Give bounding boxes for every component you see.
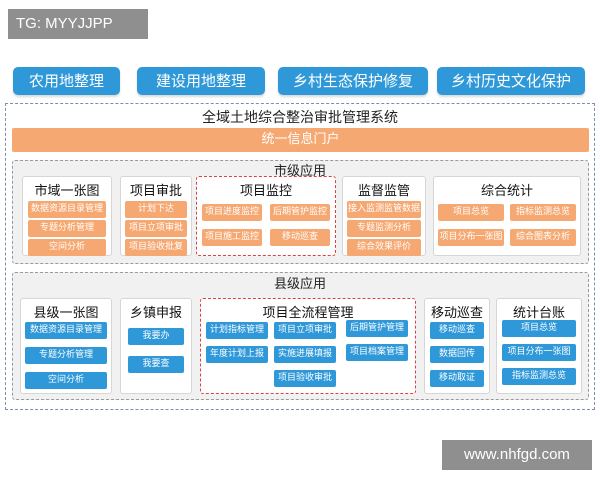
stats-ledger-item[interactable]: 项目总览 (502, 320, 576, 337)
city-stats-title: 综合统计 (480, 184, 533, 199)
project-lifecycle-item[interactable]: 计划指标管理 (206, 322, 268, 339)
county-map-item[interactable]: 数据资源目录管理 (25, 322, 107, 339)
city-monitor-item[interactable]: 后期管护监控 (270, 204, 330, 221)
city-stats-item[interactable]: 项目分布一张图 (438, 229, 504, 246)
city-level-title: 市级应用 (273, 164, 326, 179)
system-frame (5, 103, 595, 410)
county-map-title: 县级一张图 (33, 306, 99, 321)
mobile-patrol-item[interactable]: 移动取证 (430, 370, 484, 387)
city-monitor-item[interactable]: 项目施工监控 (202, 229, 262, 246)
stats-ledger-item[interactable]: 指标监测总览 (502, 368, 576, 385)
system-title: 全域土地综合整治审批管理系统 (202, 110, 398, 126)
city-map-item[interactable]: 空间分析 (28, 239, 106, 256)
city-approval-item[interactable]: 项目验收批复 (125, 239, 187, 256)
stats-ledger-item[interactable]: 项目分布一张图 (502, 344, 576, 361)
project-lifecycle-item[interactable]: 后期管护管理 (346, 320, 408, 337)
county-level-title: 县级应用 (273, 277, 326, 292)
project-lifecycle-item[interactable]: 项目档案管理 (346, 344, 408, 361)
city-approval-title: 项目审批 (129, 184, 182, 199)
city-map-title: 市域一张图 (34, 184, 100, 199)
project-lifecycle-item[interactable]: 年度计划上报 (206, 346, 268, 363)
stats-ledger-title: 统计台账 (512, 306, 565, 321)
city-stats-item[interactable]: 项目总览 (438, 204, 504, 221)
project-lifecycle-item[interactable]: 实施进展填报 (274, 346, 336, 363)
city-approval-item[interactable]: 计划下达 (125, 201, 187, 218)
city-supervision-item[interactable]: 综合效果评价 (347, 239, 421, 256)
town-declare-title: 乡镇申报 (129, 306, 182, 321)
city-map-item[interactable]: 专题分析管理 (28, 220, 106, 237)
city-supervision-title: 监督监管 (357, 184, 410, 199)
city-map-item[interactable]: 数据资源目录管理 (28, 201, 106, 218)
category-ecology[interactable]: 乡村生态保护修复 (278, 67, 428, 95)
county-map-item[interactable]: 专题分析管理 (25, 347, 107, 364)
category-history-culture[interactable]: 乡村历史文化保护 (437, 67, 585, 95)
city-supervision-item[interactable]: 接入监测监管数据 (347, 201, 421, 218)
city-monitor-item[interactable]: 项目进度监控 (202, 204, 262, 221)
town-declare-item[interactable]: 我要办 (128, 328, 184, 345)
county-map-item[interactable]: 空间分析 (25, 372, 107, 389)
city-monitor-item[interactable]: 移动巡查 (270, 229, 330, 246)
city-stats-item[interactable]: 指标监测总览 (510, 204, 576, 221)
project-lifecycle-item[interactable]: 项目立项审批 (274, 322, 336, 339)
town-declare-group (120, 298, 192, 394)
city-monitor-title: 项目监控 (239, 184, 292, 199)
project-lifecycle-title: 项目全流程管理 (262, 306, 354, 321)
mobile-patrol-item[interactable]: 数据回传 (430, 346, 484, 363)
city-supervision-item[interactable]: 专题监测分析 (347, 220, 421, 237)
mobile-patrol-title: 移动巡查 (430, 306, 483, 321)
category-construction-land[interactable]: 建设用地整理 (137, 67, 265, 95)
category-farmland[interactable]: 农用地整理 (13, 67, 120, 95)
project-lifecycle-item[interactable]: 项目验收审批 (274, 370, 336, 387)
city-stats-item[interactable]: 综合图表分析 (510, 229, 576, 246)
info-portal[interactable]: 统一信息门户 (12, 128, 589, 152)
tag-label: TG: MYYJJPP (8, 9, 148, 39)
mobile-patrol-item[interactable]: 移动巡查 (430, 322, 484, 339)
site-watermark: www.nhfgd.com (442, 440, 592, 470)
city-approval-item[interactable]: 项目立项审批 (125, 220, 187, 237)
town-declare-item[interactable]: 我要查 (128, 356, 184, 373)
